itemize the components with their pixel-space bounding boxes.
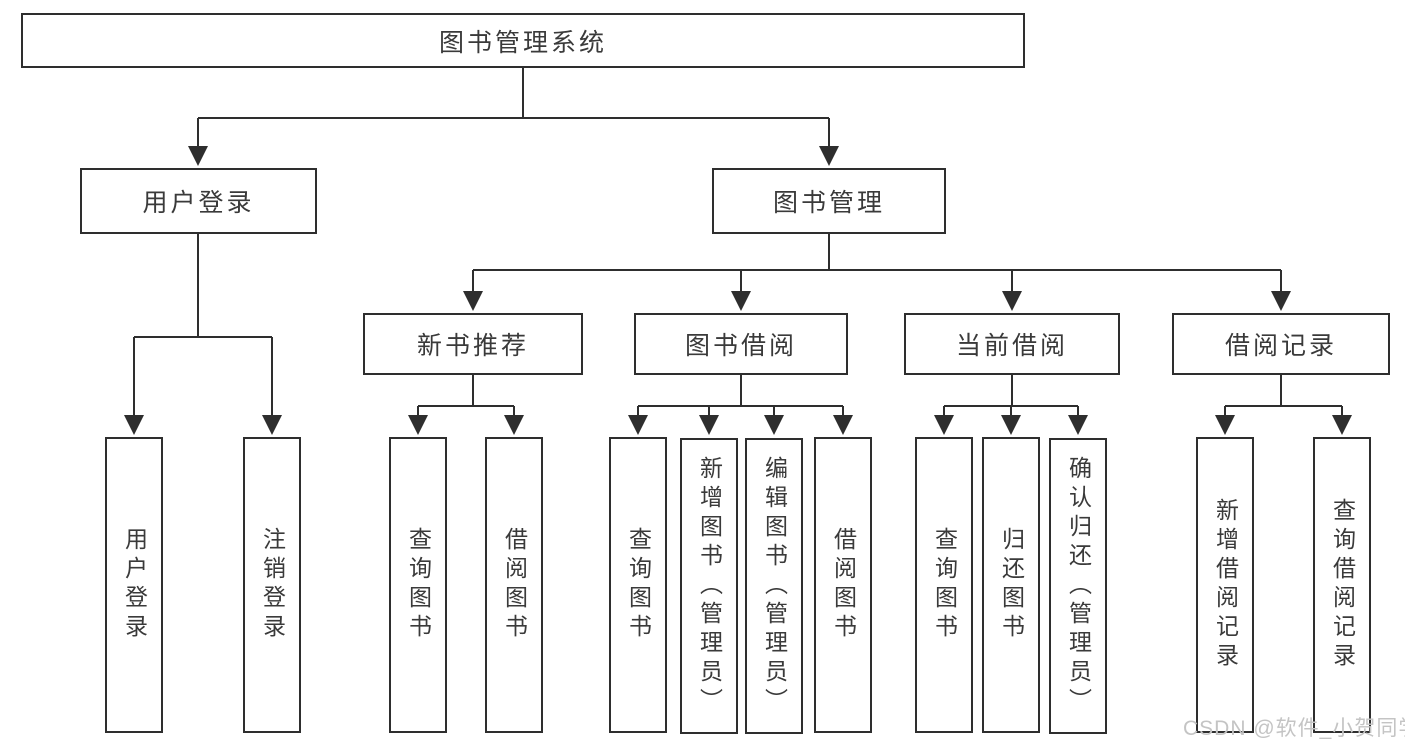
- leaf-confirm-return-admin: 确认归还（管理员）: [1049, 438, 1107, 734]
- csdn-watermark: CSDN @软件_小贺同学: [1183, 717, 1405, 740]
- leaf-user-login: 用户登录: [105, 437, 163, 733]
- leaf-logout-login: 注销登录: [243, 437, 301, 733]
- leaf-borrow-books: 借阅图书: [814, 437, 872, 733]
- node-book-management: 图书管理: [712, 168, 946, 234]
- leaf-add-borrow-record: 新增借阅记录: [1196, 437, 1254, 733]
- leaf-query-books-recommend: 查询图书: [389, 437, 447, 733]
- leaf-add-book-admin: 新增图书（管理员）: [680, 438, 738, 734]
- node-library-management-system: 图书管理系统: [21, 13, 1025, 68]
- leaf-query-books-borrow: 查询图书: [609, 437, 667, 733]
- leaf-borrow-books-recommend: 借阅图书: [485, 437, 543, 733]
- node-new-book-recommend: 新书推荐: [363, 313, 583, 375]
- leaf-edit-book-admin: 编辑图书（管理员）: [745, 438, 803, 734]
- node-user-login: 用户登录: [80, 168, 317, 234]
- node-borrow-records: 借阅记录: [1172, 313, 1390, 375]
- leaf-query-books-current: 查询图书: [915, 437, 973, 733]
- node-book-borrow: 图书借阅: [634, 313, 848, 375]
- leaf-query-borrow-record: 查询借阅记录: [1313, 437, 1371, 733]
- leaf-return-book: 归还图书: [982, 437, 1040, 733]
- node-current-borrow: 当前借阅: [904, 313, 1120, 375]
